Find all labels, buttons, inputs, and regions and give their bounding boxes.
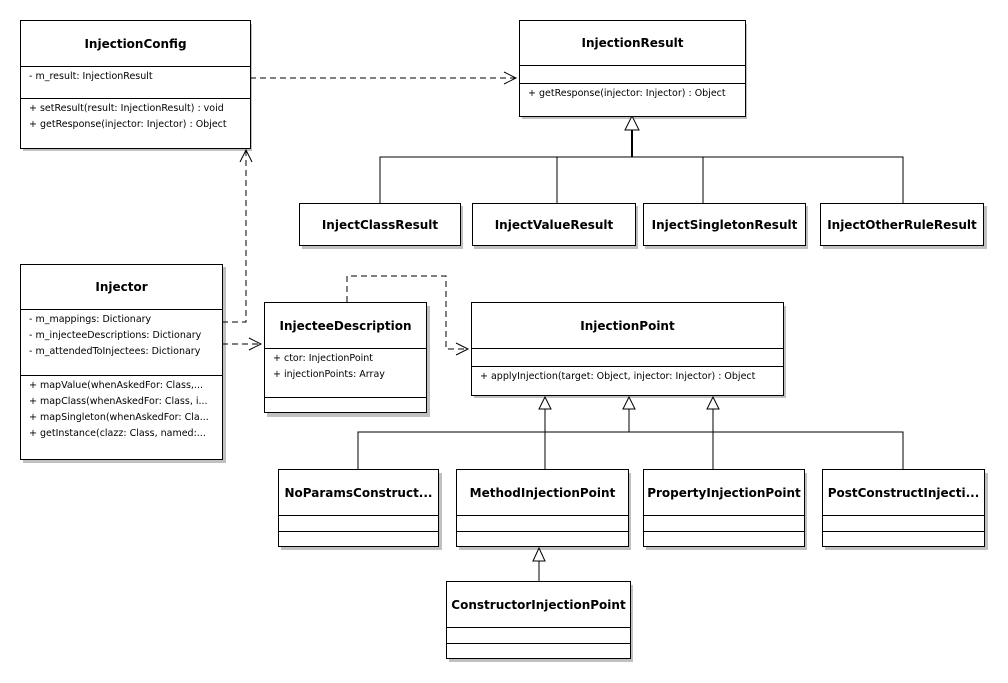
- attributes-section: [520, 65, 745, 83]
- class-name: InjectionConfig: [84, 36, 187, 51]
- attributes-section: + ctor: InjectionPoint + injectionPoints…: [265, 348, 426, 397]
- class-injection-config[interactable]: InjectionConfig - m_result: InjectionRes…: [20, 20, 251, 149]
- class-injection-point[interactable]: InjectionPoint + applyInjection(target: …: [471, 302, 784, 396]
- class-property-injection-point[interactable]: PropertyInjectionPoint: [643, 469, 805, 547]
- operations-section: [265, 397, 426, 412]
- class-name: InjectionPoint: [580, 318, 675, 333]
- operations-section: + mapValue(whenAskedFor: Class,... + map…: [21, 375, 222, 459]
- operation: + getResponse(injector: Injector) : Obje…: [528, 88, 726, 99]
- class-method-injection-point[interactable]: MethodInjectionPoint: [456, 469, 629, 547]
- dependency-config-result: [250, 71, 518, 85]
- attributes-section: [644, 515, 804, 531]
- attribute: - m_attendedToInjectees: Dictionary: [29, 346, 201, 357]
- class-name: PostConstructInjecti...: [827, 485, 980, 500]
- attributes-section: [472, 348, 783, 366]
- class-inject-other-rule-result[interactable]: InjectOtherRuleResult: [820, 203, 984, 246]
- attributes-section: [823, 515, 984, 531]
- class-injection-result[interactable]: InjectionResult + getResponse(injector: …: [519, 20, 746, 117]
- class-inject-value-result[interactable]: InjectValueResult: [472, 203, 636, 246]
- class-name: InjectSingletonResult: [651, 217, 798, 232]
- operations-section: [823, 531, 984, 546]
- class-name: InjectionResult: [581, 36, 684, 50]
- operations-section: [279, 531, 438, 546]
- attribute: - m_injecteeDescriptions: Dictionary: [29, 330, 202, 341]
- class-name: NoParamsConstruct...: [284, 485, 433, 500]
- operation: + applyInjection(target: Object, injecto…: [480, 371, 756, 382]
- attributes-section: - m_mappings: Dictionary - m_injecteeDes…: [21, 309, 222, 375]
- class-name: PropertyInjectionPoint: [647, 485, 801, 500]
- attributes-section: [447, 627, 630, 643]
- operation: + mapValue(whenAskedFor: Class,...: [29, 380, 203, 391]
- class-post-construct-injection[interactable]: PostConstructInjecti...: [822, 469, 985, 547]
- operation: + getInstance(clazz: Class, named:...: [29, 428, 206, 439]
- attributes-section: [279, 515, 438, 531]
- attribute: - m_mappings: Dictionary: [29, 314, 152, 325]
- operations-section: [457, 531, 628, 546]
- class-inject-class-result[interactable]: InjectClassResult: [299, 203, 461, 246]
- attribute: - m_result: InjectionResult: [29, 71, 153, 82]
- operations-section: + getResponse(injector: Injector) : Obje…: [520, 83, 745, 116]
- class-name: ConstructorInjectionPoint: [451, 597, 626, 612]
- operations-section: [447, 643, 630, 658]
- operation: + mapClass(whenAskedFor: Class, i...: [29, 396, 208, 407]
- attributes-section: - m_result: InjectionResult: [21, 66, 250, 98]
- class-name: InjectValueResult: [494, 217, 614, 232]
- attributes-section: [457, 515, 628, 531]
- dependency-injector-config: [222, 148, 253, 323]
- class-name: InjectOtherRuleResult: [827, 217, 977, 232]
- operation: + mapSingleton(whenAskedFor: Cla...: [29, 412, 209, 423]
- generalization-constructor: [532, 546, 546, 581]
- generalization-points: [357, 395, 904, 469]
- generalization-results: [379, 114, 904, 203]
- class-no-params-constructor[interactable]: NoParamsConstruct...: [278, 469, 439, 547]
- dependency-description-point: [346, 275, 470, 356]
- class-name: Injector: [95, 280, 148, 294]
- class-name: InjectClassResult: [321, 217, 439, 232]
- class-inject-singleton-result[interactable]: InjectSingletonResult: [643, 203, 806, 246]
- attribute: + injectionPoints: Array: [273, 369, 385, 380]
- operations-section: [644, 531, 804, 546]
- dependency-injector-description: [222, 337, 263, 351]
- operations-section: + setResult(result: InjectionResult) : v…: [21, 98, 250, 148]
- operation: + setResult(result: InjectionResult) : v…: [29, 103, 224, 114]
- class-constructor-injection-point[interactable]: ConstructorInjectionPoint: [446, 581, 631, 659]
- attribute: + ctor: InjectionPoint: [273, 353, 374, 364]
- operation: + getResponse(injector: Injector) : Obje…: [29, 119, 227, 130]
- class-name: MethodInjectionPoint: [469, 485, 616, 500]
- class-name: InjecteeDescription: [279, 318, 412, 333]
- class-injectee-description[interactable]: InjecteeDescription + ctor: InjectionPoi…: [264, 302, 427, 413]
- class-injector[interactable]: Injector - m_mappings: Dictionary - m_in…: [20, 264, 223, 460]
- operations-section: + applyInjection(target: Object, injecto…: [472, 366, 783, 395]
